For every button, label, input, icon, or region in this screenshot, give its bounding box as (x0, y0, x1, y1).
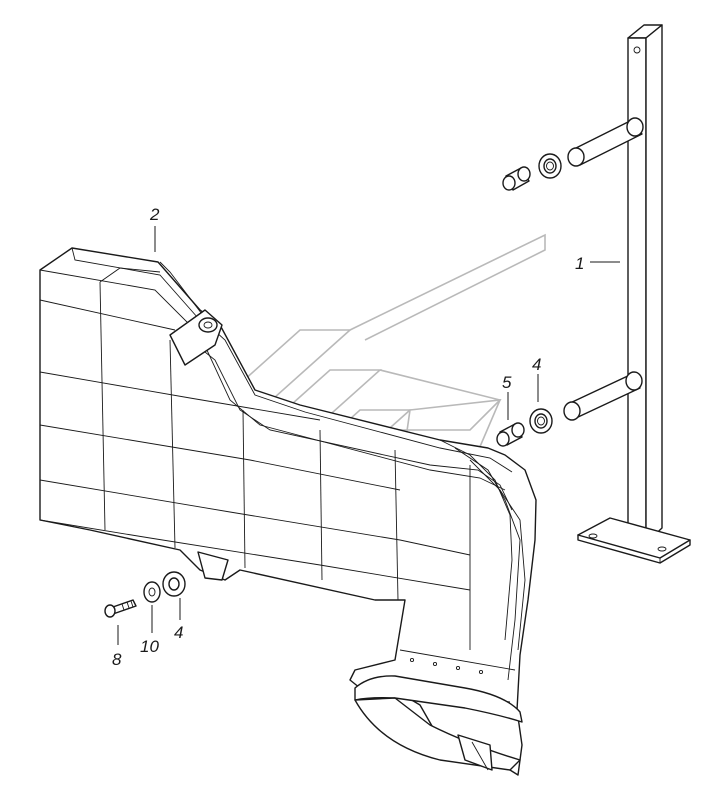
lower-bushing (496, 422, 525, 447)
mounting-bracket-post (563, 24, 691, 564)
callout-label-2: 2 (149, 205, 160, 224)
callout-label-1: 1 (575, 254, 584, 273)
callout-label-5: 5 (502, 373, 512, 392)
flat-washer (143, 581, 161, 603)
callout-label-4-upper: 4 (532, 355, 541, 374)
upper-washer (538, 153, 562, 179)
callout-label-10: 10 (140, 637, 159, 656)
upper-bushing (502, 166, 531, 191)
air-duct-housing (39, 247, 537, 776)
callout-label-4-lower: 4 (174, 623, 183, 642)
lower-washer (529, 408, 553, 434)
callout-label-8: 8 (112, 650, 122, 669)
callout-leaders (117, 226, 620, 645)
bolt (104, 599, 137, 618)
thick-washer (162, 571, 186, 597)
